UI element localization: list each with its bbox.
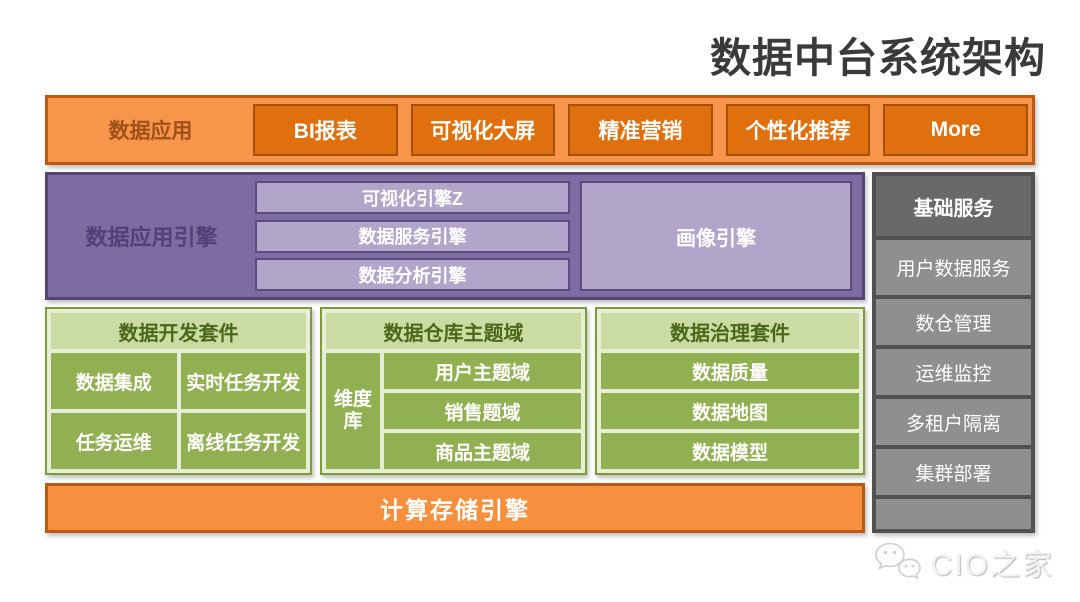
engine-row-label: 数据应用引擎: [85, 225, 218, 250]
data-governance-suite-body: 数据质量 数据地图 数据模型: [601, 353, 859, 469]
page-title: 数据中台系统架构: [710, 35, 1046, 81]
service-warehouse-management: 数仓管理: [876, 299, 1031, 345]
cell-task-ops: 任务运维: [51, 413, 177, 469]
engine-data-analysis: 数据分析引擎: [255, 258, 570, 291]
cell-offline-task-dev: 离线任务开发: [180, 413, 306, 469]
cell-data-map: 数据地图: [601, 393, 859, 429]
cell-dimension-library: 维度库: [326, 353, 380, 469]
data-development-suite-body: 数据集成 实时任务开发 任务运维 离线任务开发: [51, 353, 306, 469]
service-ops-monitoring: 运维监控: [876, 349, 1031, 395]
app-item-bi-report: BI报表: [253, 104, 398, 156]
data-application-label: 数据应用: [108, 120, 193, 143]
service-empty-slot: [876, 499, 1031, 529]
app-item-precision-marketing: 精准营销: [568, 104, 713, 156]
app-item-personalized-recommendation: 个性化推荐: [725, 104, 871, 156]
engine-portrait: 画像引擎: [580, 181, 852, 291]
cell-data-quality: 数据质量: [601, 353, 859, 389]
engine-data-service: 数据服务引擎: [255, 219, 570, 253]
compute-storage-engine-bar: 计算存储引擎: [45, 483, 865, 533]
base-services-sidebar: 基础服务 用户数据服务 数仓管理 运维监控 多租户隔离 集群部署: [872, 172, 1035, 533]
data-warehouse-domains: 数据仓库主题域 维度库 用户主题域 销售题域 商品主题域: [320, 307, 587, 475]
data-application-row: 数据应用 BI报表 可视化大屏 精准营销 个性化推荐 More: [45, 95, 1035, 165]
service-multi-tenant-isolation: 多租户隔离: [876, 399, 1031, 445]
data-development-suite-header: 数据开发套件: [51, 313, 306, 349]
data-application-items: BI报表 可视化大屏 精准营销 个性化推荐 More: [253, 104, 1032, 156]
cell-sales-domain: 销售题域: [384, 393, 581, 429]
data-application-engine-row: 数据应用引擎 可视化引擎Z 数据服务引擎 数据分析引擎 画像引擎: [45, 172, 865, 300]
data-governance-suite: 数据治理套件 数据质量 数据地图 数据模型: [595, 307, 865, 475]
app-item-more: More: [883, 104, 1028, 156]
watermark-text: CIO之家: [930, 549, 1054, 582]
engine-bars: 可视化引擎Z 数据服务引擎 数据分析引擎: [255, 175, 570, 297]
cell-user-domain: 用户主题域: [384, 353, 581, 389]
service-cluster-deployment: 集群部署: [876, 449, 1031, 495]
watermark: CIO之家: [873, 540, 1054, 584]
app-item-visual-screen: 可视化大屏: [410, 104, 556, 156]
cell-data-integration: 数据集成: [51, 353, 177, 409]
data-governance-suite-header: 数据治理套件: [601, 313, 859, 349]
engine-visualization: 可视化引擎Z: [255, 181, 570, 214]
cell-product-domain: 商品主题域: [384, 433, 581, 469]
wechat-bubbles-icon: [873, 541, 923, 583]
data-warehouse-domains-body: 维度库 用户主题域 销售题域 商品主题域: [326, 353, 581, 469]
cell-data-model: 数据模型: [601, 433, 859, 469]
data-development-suite: 数据开发套件 数据集成 实时任务开发 任务运维 离线任务开发: [45, 307, 312, 475]
service-user-data: 用户数据服务: [876, 240, 1031, 295]
data-warehouse-domains-header: 数据仓库主题域: [326, 313, 581, 349]
base-services-header: 基础服务: [876, 176, 1031, 236]
cell-realtime-task-dev: 实时任务开发: [180, 353, 306, 409]
